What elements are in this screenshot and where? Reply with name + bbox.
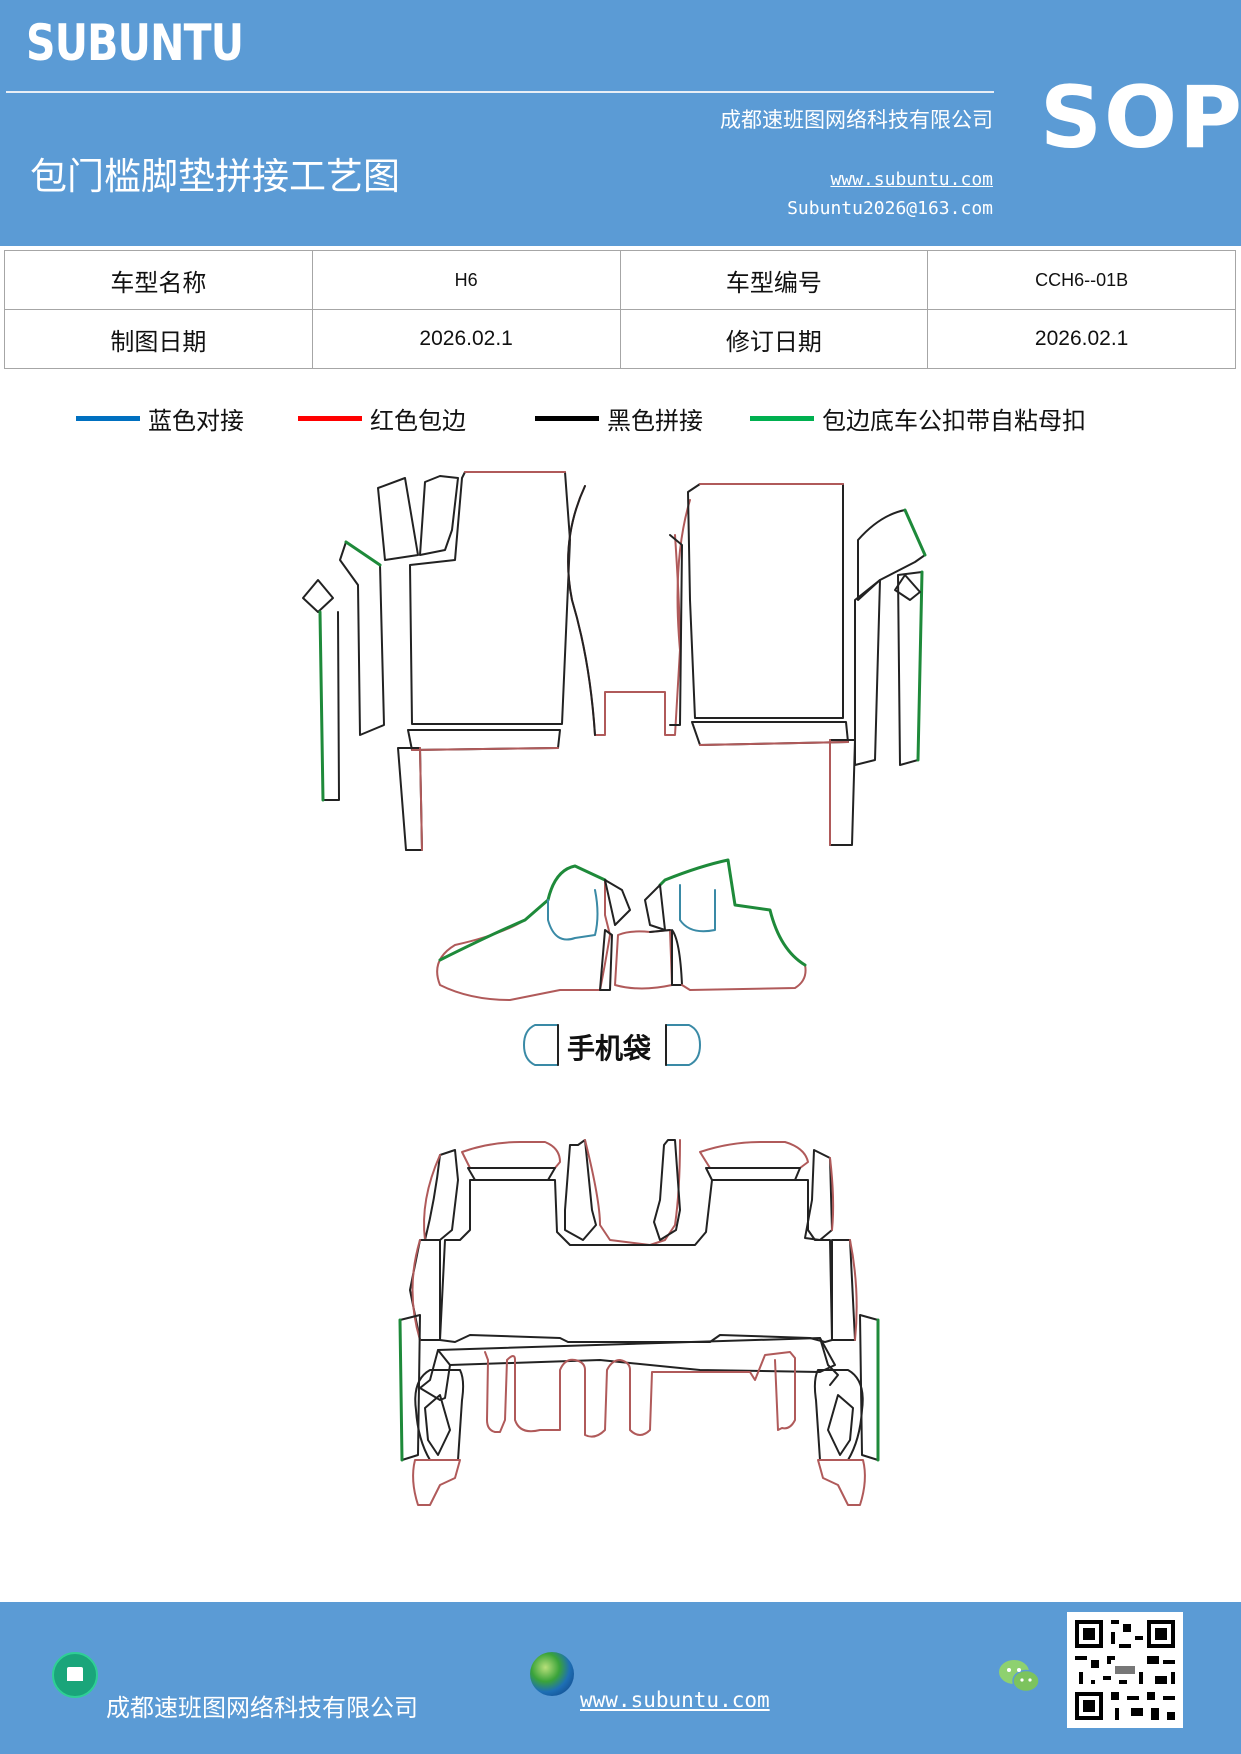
legend-label-black: 黑色拼接: [607, 406, 703, 435]
legend-item-red: 红色包边: [298, 400, 466, 436]
legend-swatch-red: [298, 415, 362, 421]
wechat-icon[interactable]: [996, 1656, 1042, 1696]
legend-item-black: 黑色拼接: [535, 400, 703, 436]
brand-logo: SUBUNTU: [26, 14, 244, 72]
home-icon: [52, 1652, 98, 1698]
document-title: 包门槛脚垫拼接工艺图: [30, 155, 400, 198]
revise-date-label: 修订日期: [619, 309, 929, 369]
phone-bag-label: 手机袋: [567, 1032, 652, 1065]
footer-banner: 成都速班图网络科技有限公司 www.subuntu.com: [0, 1602, 1241, 1754]
revise-date-value: 2026.02.1: [927, 309, 1236, 369]
model-name-value: H6: [311, 250, 621, 310]
info-table: 车型名称 H6 车型编号 CCH6--01B 制图日期 2026.02.1 修订…: [4, 250, 1236, 369]
draw-date-value: 2026.02.1: [311, 309, 621, 369]
footer-website-link[interactable]: www.subuntu.com: [580, 1688, 770, 1712]
sop-label: SOP: [1040, 68, 1241, 168]
draw-date-label: 制图日期: [4, 309, 313, 369]
table-row: 车型名称 H6 车型编号 CCH6--01B: [4, 250, 1236, 310]
middle-console-mats: [436, 858, 807, 1001]
header-website-link[interactable]: www.subuntu.com: [830, 169, 993, 190]
legend-label-green: 包边底车公扣带自粘母扣: [822, 406, 1086, 435]
header-banner: SUBUNTU 成都速班图网络科技有限公司 包门槛脚垫拼接工艺图 www.sub…: [0, 0, 1241, 246]
front-right-mats: [687, 483, 927, 846]
qr-code-icon: [1067, 1612, 1183, 1728]
legend-swatch-black: [535, 415, 599, 421]
legend-item-blue: 蓝色对接: [76, 400, 244, 436]
legend-label-red: 红色包边: [370, 406, 466, 435]
front-left-mats: [302, 471, 571, 851]
model-code-label: 车型编号: [619, 250, 929, 310]
phone-bag-pieces: [523, 1024, 701, 1066]
front-center-tunnel: [567, 485, 691, 736]
table-row: 制图日期 2026.02.1 修订日期 2026.02.1: [4, 309, 1236, 369]
rear-mats: [398, 1139, 880, 1506]
footer-company: 成都速班图网络科技有限公司: [106, 1694, 418, 1722]
model-code-value: CCH6--01B: [927, 250, 1236, 310]
header-divider: [6, 91, 994, 93]
legend-label-blue: 蓝色对接: [148, 406, 244, 435]
model-name-label: 车型名称: [4, 250, 313, 310]
legend-swatch-blue: [76, 415, 140, 421]
header-company: 成都速班图网络科技有限公司: [720, 108, 993, 132]
legend-swatch-green: [750, 415, 814, 421]
legend-item-green: 包边底车公扣带自粘母扣: [750, 400, 1086, 436]
globe-icon: [530, 1652, 574, 1696]
header-email: Subuntu2026@163.com: [787, 198, 993, 219]
